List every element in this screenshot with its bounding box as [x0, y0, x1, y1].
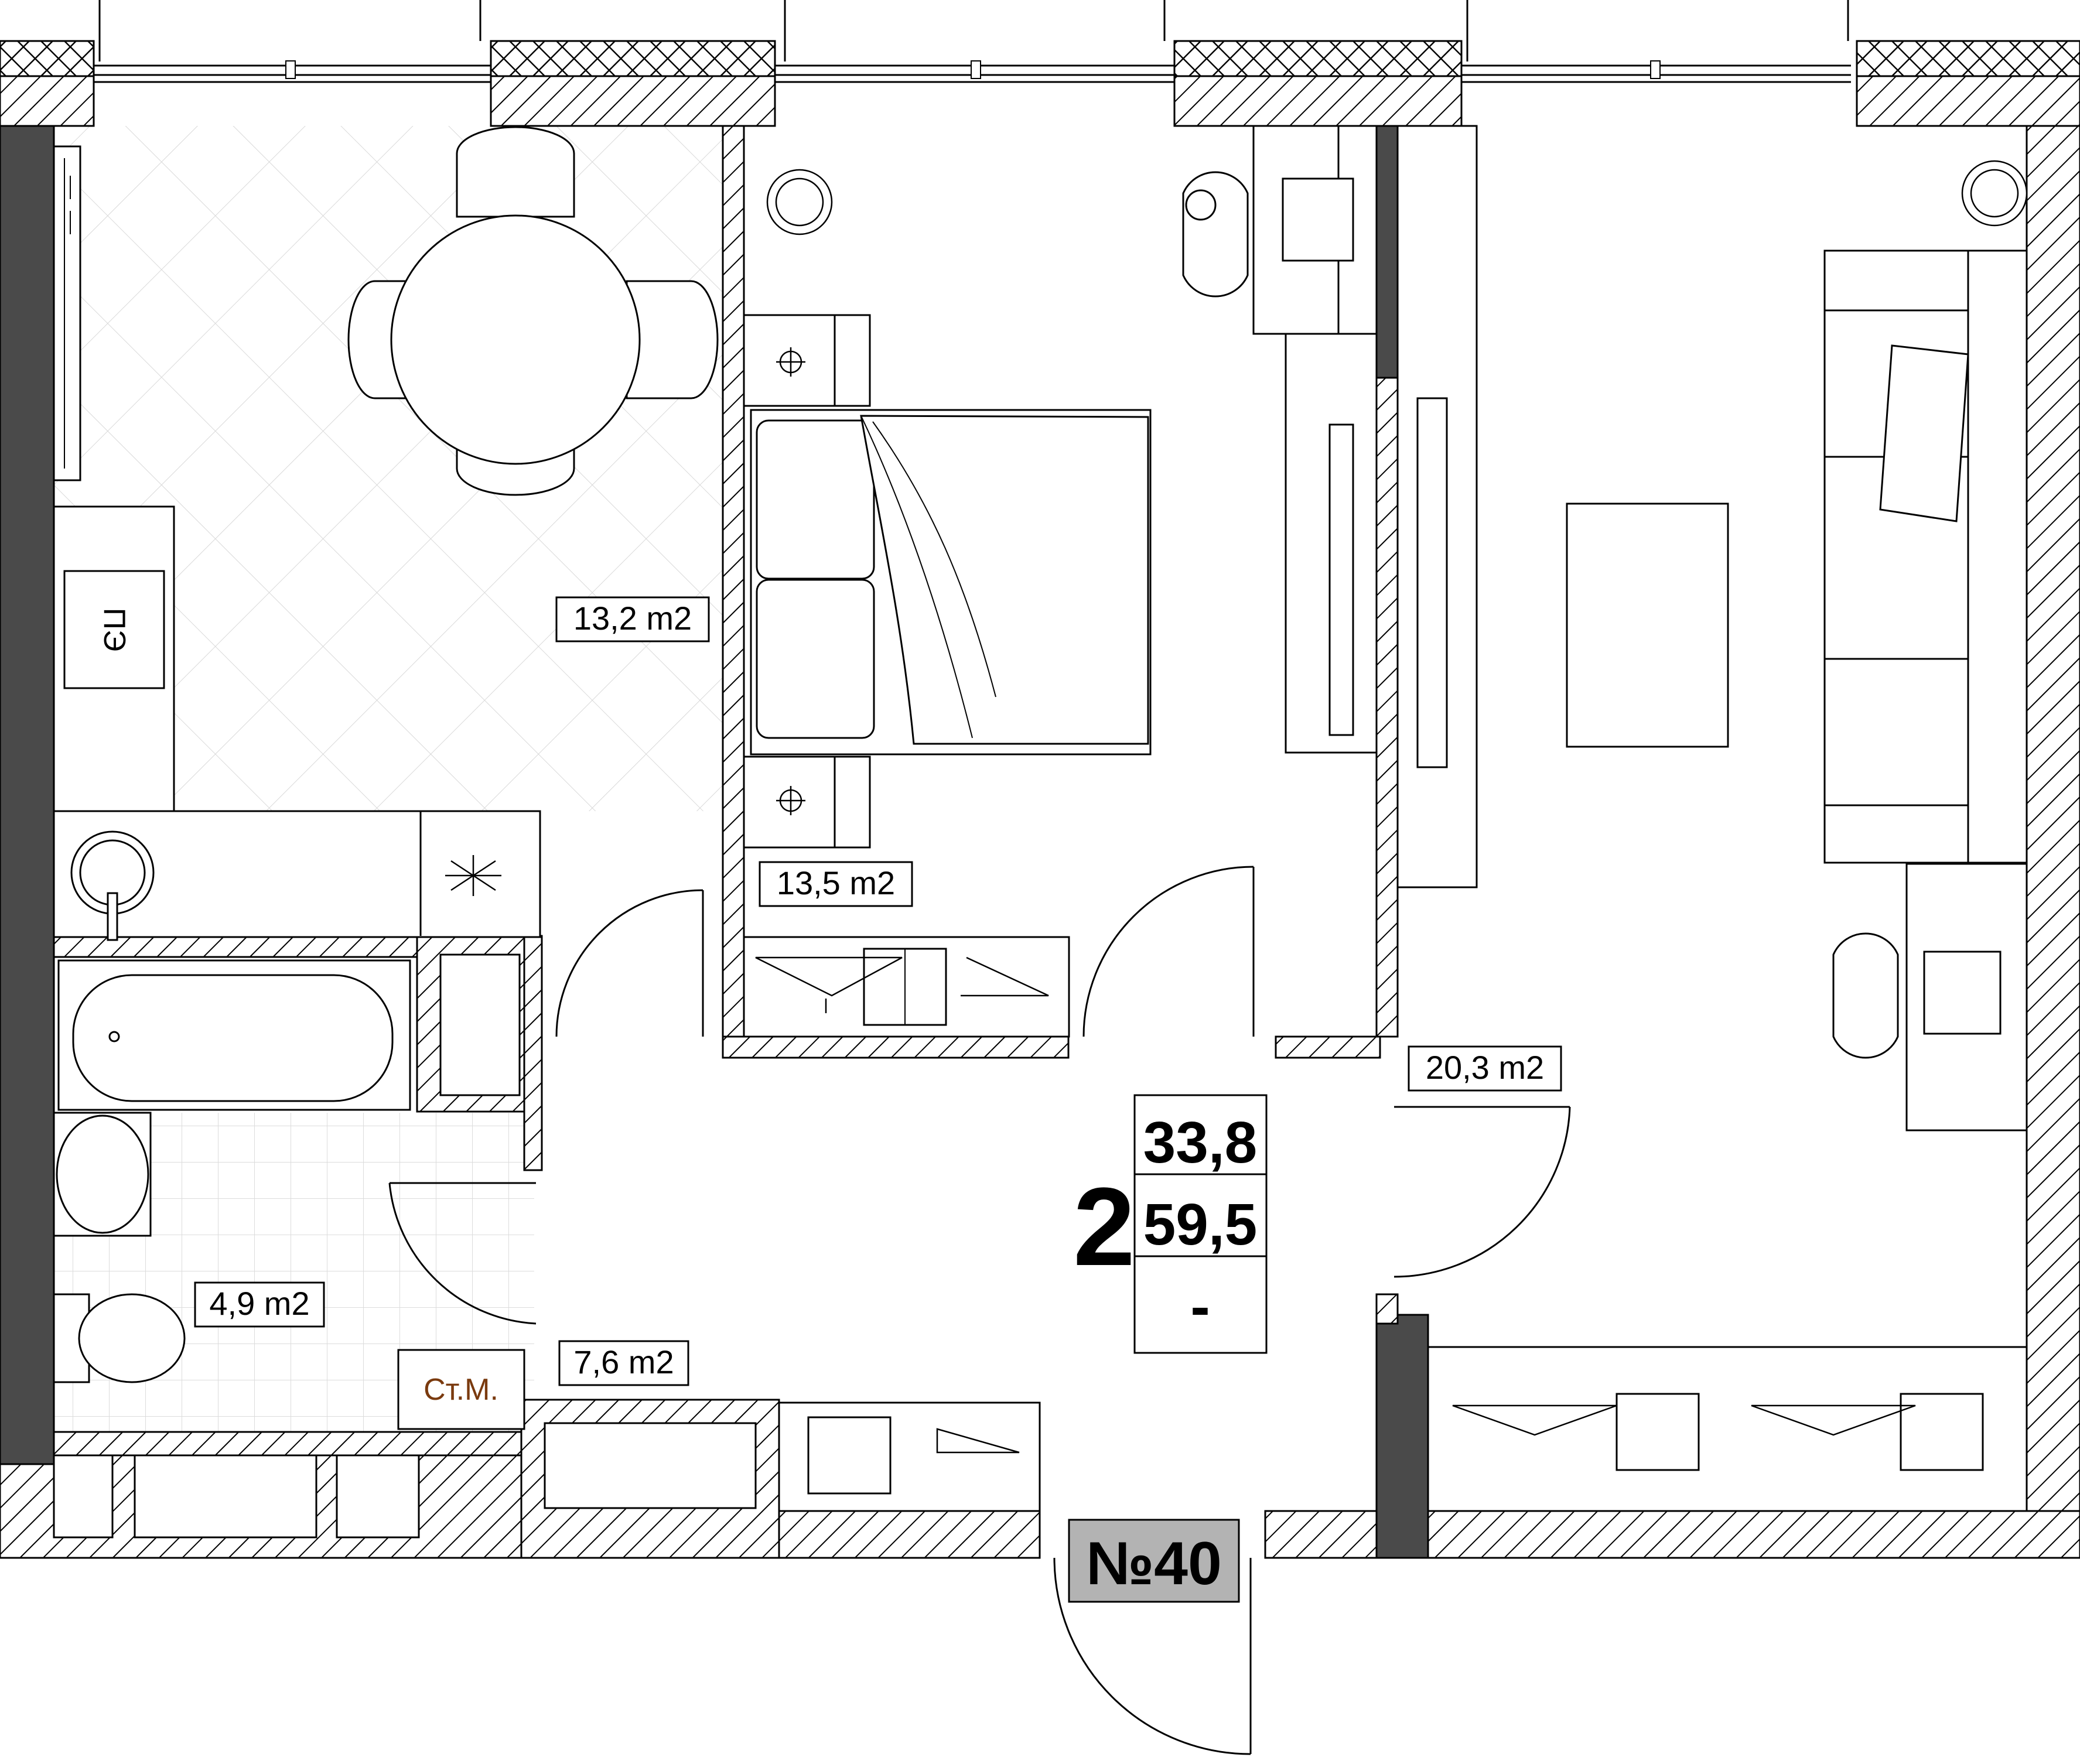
apartment-number-badge: №40 [1068, 1519, 1240, 1603]
bedroom-furniture [743, 125, 1378, 1038]
wall-lamp-bedroom [766, 169, 833, 235]
windows-top [94, 0, 2080, 83]
top-wall-piers [0, 40, 2080, 127]
area-text-kitchen: 13,2 m2 [573, 600, 692, 637]
area-text-hall: 7,6 m2 [573, 1343, 674, 1380]
area-text-bedroom: 13,5 m2 [777, 864, 895, 901]
kitchen-furniture [53, 126, 719, 941]
desk-chair-bedroom [1182, 171, 1249, 298]
desk-chair-living [1832, 932, 1899, 1059]
extra-value: - [1190, 1274, 1210, 1339]
area-label-bathroom: 4,9 m2 [194, 1281, 325, 1328]
doors [388, 866, 1571, 1755]
area-label-bedroom: 13,5 m2 [759, 861, 913, 907]
living-area-value: 33,8 [1143, 1110, 1258, 1175]
apartment-summary: 33,8 59,5 - 2 [1073, 1094, 1268, 1354]
rooms-count: 2 [1073, 1165, 1135, 1289]
bathroom-fixtures [53, 959, 525, 1430]
washing-machine-label: Ст.М. [423, 1373, 498, 1407]
block-voids [53, 953, 757, 1539]
area-text-bathroom: 4,9 m2 [209, 1285, 309, 1322]
total-area-value: 59,5 [1143, 1192, 1258, 1257]
electric-stove-label: ПЭ [97, 608, 131, 652]
area-text-living: 20,3 m2 [1426, 1049, 1544, 1086]
living-furniture [1396, 125, 2028, 1512]
wall-lamp-living [1961, 160, 2028, 227]
window-sill-marks [285, 60, 1661, 79]
crosshair-icons [776, 347, 805, 815]
area-label-kitchen: 13,2 m2 [555, 596, 710, 642]
area-label-living: 20,3 m2 [1408, 1045, 1562, 1092]
apartment-number: №40 [1086, 1530, 1222, 1598]
hall-wardrobe [778, 1401, 1041, 1512]
area-label-hall: 7,6 m2 [558, 1340, 689, 1386]
